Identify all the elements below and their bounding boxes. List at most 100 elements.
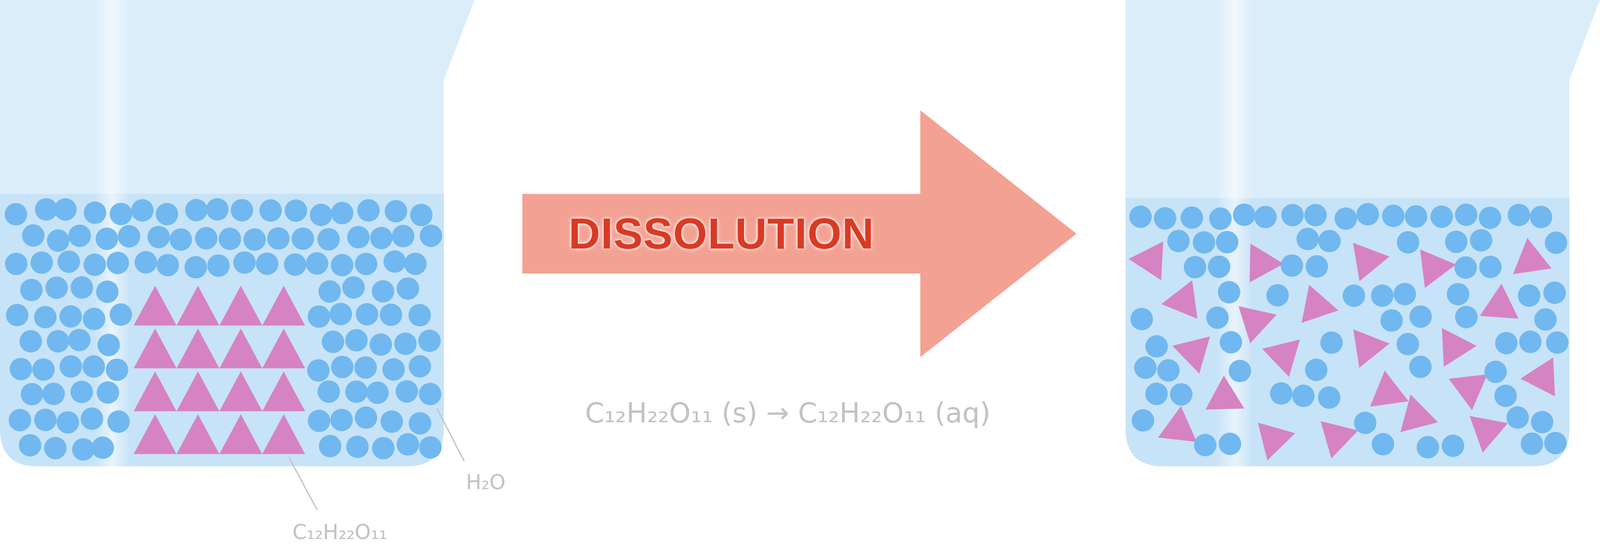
water-molecule (354, 406, 378, 429)
water-molecule (233, 251, 256, 275)
water-molecule (1543, 281, 1567, 305)
water-molecule (1207, 255, 1231, 279)
water-molecule (1430, 205, 1453, 229)
water-molecule (45, 276, 68, 300)
water-molecule (345, 329, 368, 352)
water-molecule (1382, 204, 1405, 228)
water-molecule (1409, 305, 1432, 329)
water-molecule (1404, 205, 1428, 228)
water-molecule (106, 251, 129, 275)
water-molecule (382, 358, 405, 382)
beaker-before (0, 0, 480, 470)
water-molecule (396, 433, 419, 456)
sugar-molecule (262, 328, 306, 369)
water-molecule (1546, 331, 1569, 355)
water-molecule (1208, 207, 1232, 231)
water-molecule (169, 228, 193, 252)
water-molecule (255, 252, 279, 276)
water-molecule (59, 355, 82, 379)
water-molecule (109, 202, 133, 226)
water-molecule (33, 306, 57, 329)
sugar-molecule (219, 371, 263, 412)
water-molecule (70, 381, 93, 404)
process-arrow: DISSOLUTION (522, 110, 1077, 358)
water-molecule (1396, 333, 1420, 356)
water-molecule (156, 254, 179, 277)
water-molecule (83, 201, 107, 225)
water-molecule (307, 305, 331, 329)
water-molecule (4, 203, 27, 226)
water-molecule (184, 256, 207, 279)
water-molecule (307, 359, 330, 383)
water-molecule (1280, 254, 1304, 278)
water-molecule (206, 198, 229, 221)
sugar-molecule (133, 328, 177, 369)
water-molecule (418, 436, 442, 459)
water-molecule (5, 304, 29, 327)
water-molecule (1534, 308, 1557, 332)
water-molecule (1218, 432, 1242, 456)
water-molecule (1416, 436, 1440, 459)
water-molecule (355, 252, 378, 276)
water-molecule (185, 198, 208, 222)
water-molecule (1194, 433, 1217, 457)
water-molecule (283, 253, 307, 277)
water-molecule (346, 435, 369, 459)
water-molecule (331, 356, 354, 379)
water-molecule (1184, 256, 1207, 279)
sugar-molecule (1249, 243, 1284, 283)
water-molecule (4, 252, 28, 276)
part-label: H₂O (465, 471, 506, 494)
sugar-molecule (1353, 329, 1390, 369)
water-molecule (96, 381, 120, 404)
water-molecule (1232, 203, 1256, 227)
water-molecule (392, 225, 415, 248)
water-molecule (18, 434, 42, 457)
water-molecule (1180, 206, 1203, 230)
water-molecule (33, 408, 57, 432)
sugar-molecule (1420, 249, 1457, 289)
water-molecule (1217, 281, 1241, 304)
water-molecule (403, 252, 427, 276)
water-molecule (1544, 231, 1568, 255)
water-molecule (21, 224, 45, 247)
water-molecule (8, 408, 31, 432)
water-molecule (291, 227, 315, 251)
water-molecule (1134, 356, 1157, 380)
water-molecule (1266, 284, 1289, 307)
water-molecule (117, 225, 141, 248)
water-molecule (57, 250, 80, 274)
water-molecule (1506, 406, 1530, 429)
water-molecule (1219, 331, 1242, 354)
water-molecule (1409, 355, 1432, 379)
water-molecule (1469, 229, 1493, 252)
sugar-molecule (1479, 284, 1519, 320)
sugar-molecule (133, 414, 177, 455)
sugar-molecule (262, 285, 306, 326)
water-molecule (91, 436, 114, 460)
water-molecule (194, 227, 218, 250)
sugar-molecule (1320, 421, 1359, 459)
water-molecule (331, 254, 354, 277)
water-molecule (396, 277, 419, 301)
water-molecule (243, 228, 266, 252)
sugar-molecule (1448, 374, 1488, 411)
sugar-molecule (1161, 280, 1198, 319)
water-molecule (394, 332, 417, 356)
sugar-molecule (1469, 415, 1508, 453)
water-molecule (1478, 206, 1502, 230)
water-molecule (147, 225, 170, 249)
water-molecule (1455, 203, 1478, 227)
water-molecule (34, 198, 58, 221)
water-molecule (1170, 383, 1193, 406)
water-molecule (372, 436, 395, 460)
water-molecule (1396, 231, 1420, 254)
water-molecule (43, 436, 67, 460)
water-molecule (97, 334, 120, 357)
water-molecule (321, 330, 345, 354)
sugar-molecule (176, 371, 220, 412)
water-molecule (1380, 309, 1403, 333)
water-molecule (105, 358, 129, 382)
water-molecule (1520, 432, 1544, 456)
